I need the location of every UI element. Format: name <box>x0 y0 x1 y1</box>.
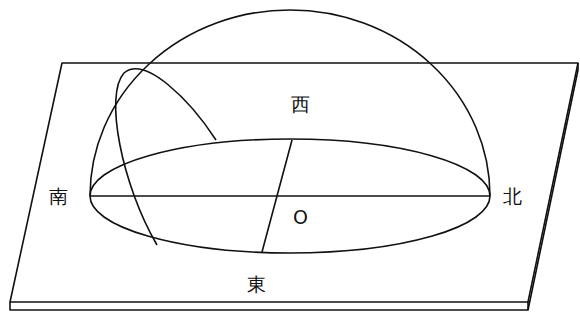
sun-path <box>116 69 216 245</box>
horizon-ellipse <box>90 139 490 253</box>
plane-edge <box>527 302 529 310</box>
direction-label: 北 <box>503 187 522 206</box>
direction-label: 西 <box>291 95 310 114</box>
origin-label: O <box>293 208 308 227</box>
ground-plane <box>10 63 578 302</box>
direction-label: 東 <box>247 275 266 294</box>
plane-thickness <box>10 63 578 310</box>
dome-arc <box>90 10 490 196</box>
east-west-line <box>262 140 292 252</box>
north-south-line <box>90 195 490 197</box>
direction-label: 南 <box>49 187 68 206</box>
